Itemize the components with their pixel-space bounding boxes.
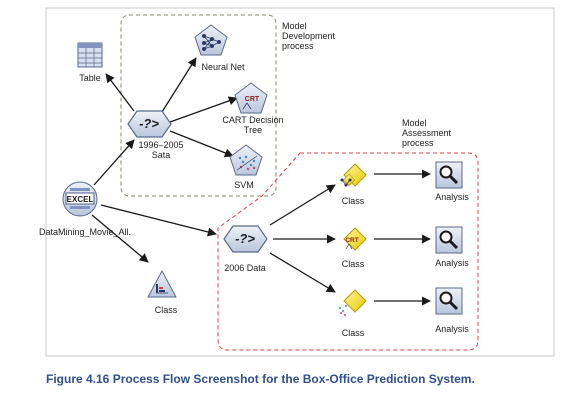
edge-source-sata: [93, 139, 135, 186]
neural-net-label: Neural Net: [201, 62, 245, 72]
svg-text:CRT: CRT: [345, 237, 358, 244]
edge-2006data-class-nn: [269, 184, 336, 226]
analysis-node-3[interactable]: [435, 287, 463, 315]
edge-sata-neuralnet: [161, 57, 197, 113]
edge-source-2006data: [100, 204, 217, 237]
model-development-group: [120, 14, 277, 197]
source-label: DataMining_Movie_All.: [38, 227, 132, 237]
cart-tree-icon: CRT: [234, 82, 268, 114]
assessment-group-label: Model Assessment process: [402, 118, 452, 148]
analysis-3-label: Analysis: [435, 324, 469, 334]
nn-model-nugget-icon: [340, 163, 367, 187]
figure-caption: Figure 4.16 Process Flow Screenshot for …: [46, 372, 475, 386]
select-icon: -?>: [223, 225, 268, 253]
class-distribution-node[interactable]: [147, 269, 177, 298]
model-assessment-group: [217, 152, 479, 351]
table-label: Table: [79, 73, 101, 83]
analysis-icon: [435, 287, 463, 315]
neural-net-node[interactable]: [194, 24, 228, 56]
svm-label: SVM: [234, 180, 254, 190]
svm-model-nugget-icon: [339, 289, 367, 316]
class-cart-nugget-node[interactable]: CRT: [343, 227, 367, 251]
class-svm-label: Class: [341, 328, 365, 338]
analysis-icon: [435, 226, 463, 254]
cart-model-nugget-icon: CRT: [343, 227, 367, 251]
edge-sata-table: [105, 73, 135, 112]
cart-node[interactable]: CRT: [234, 82, 268, 114]
class-nn-label: Class: [341, 196, 365, 206]
development-group-label: Model Development process: [282, 21, 336, 51]
connectors: [91, 57, 431, 306]
svg-text:CRT: CRT: [245, 96, 260, 103]
data2006-select-node[interactable]: -?>: [223, 225, 268, 253]
class-left-label: Class: [154, 305, 178, 315]
analysis-node-1[interactable]: [435, 161, 463, 189]
analysis-icon: [435, 161, 463, 189]
sata-label: 1996–2005 Sata: [138, 140, 184, 160]
table-icon: [77, 42, 103, 68]
svg-text:EXCEL: EXCEL: [67, 195, 94, 204]
edge-source-class: [91, 214, 149, 263]
class-cart-label: Class: [341, 259, 365, 269]
analysis-2-label: Analysis: [435, 258, 469, 268]
excel-icon: EXCEL: [62, 181, 98, 217]
svm-icon: [229, 144, 263, 176]
select-icon: -?>: [127, 110, 172, 138]
sata-select-node[interactable]: -?>: [127, 110, 172, 138]
svg-text:-?>: -?>: [235, 231, 255, 246]
analysis-1-label: Analysis: [435, 192, 469, 202]
edge-2006data-class-svm: [269, 252, 336, 293]
cart-label: CART Decision Tree: [222, 115, 284, 135]
class-svm-nugget-node[interactable]: [339, 289, 367, 316]
edge-sata-svm: [169, 130, 234, 158]
data2006-label: 2006 Data: [224, 263, 266, 273]
analysis-node-2[interactable]: [435, 226, 463, 254]
distribution-icon: [147, 269, 177, 298]
svg-text:-?>: -?>: [139, 116, 159, 131]
edge-sata-cart: [169, 96, 238, 123]
source-excel-node[interactable]: EXCEL: [62, 181, 98, 217]
neural-net-icon: [194, 24, 228, 56]
svm-node[interactable]: [229, 144, 263, 176]
class-nn-nugget-node[interactable]: [340, 163, 367, 187]
table-node[interactable]: [77, 42, 103, 68]
